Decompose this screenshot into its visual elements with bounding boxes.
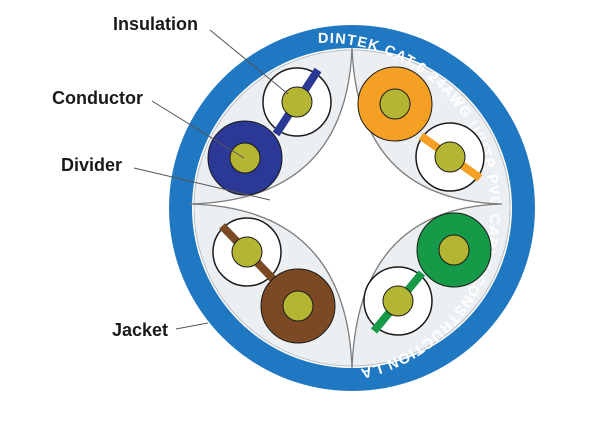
conductor [281,86,313,118]
conductor [231,236,263,268]
conductor [229,142,261,174]
conductor [379,88,411,120]
jacket-leader-line [175,322,209,330]
conductor [282,290,314,322]
jacket-label: Jacket [112,320,168,340]
conductor [382,285,414,317]
divider-leader-line [133,167,271,201]
conductor [434,141,466,173]
green-pair [363,212,492,336]
brown-pair [212,217,336,344]
insulation-label: Insulation [113,14,198,34]
conductor-leader-line [151,100,245,159]
cross-divider [189,47,503,369]
conductor-label: Conductor [52,88,143,108]
divider-label: Divider [61,155,122,175]
conductor [438,234,470,266]
blue-pair [207,67,332,196]
insulation-leader-line [209,29,289,95]
orange-pair [357,66,485,192]
